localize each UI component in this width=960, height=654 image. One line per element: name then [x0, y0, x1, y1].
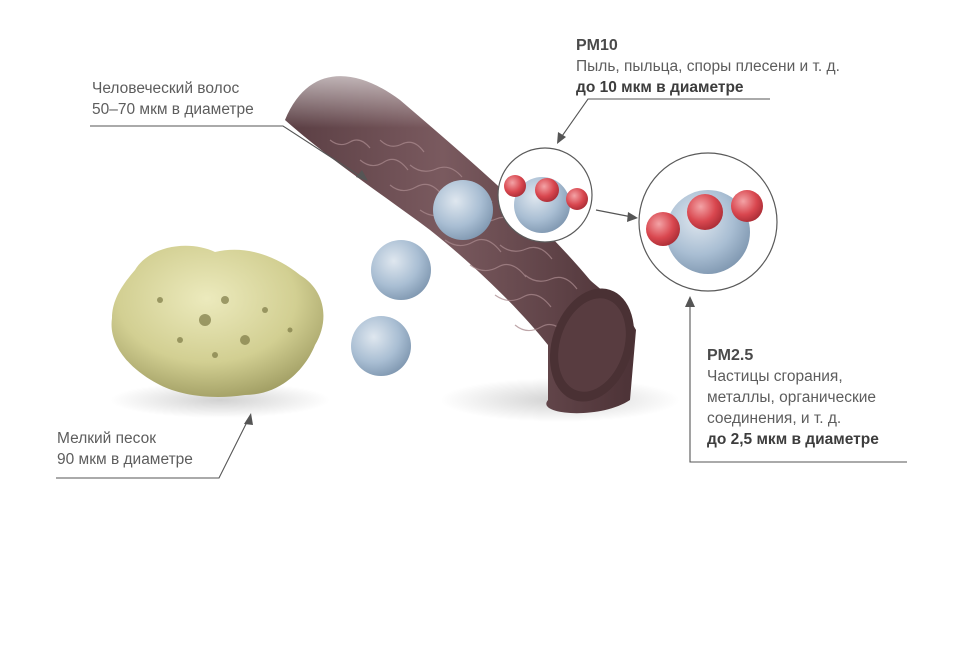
pm25-label: PM2.5 Частицы сгорания, металлы, органич… [707, 345, 879, 450]
pm25-title: PM2.5 [707, 347, 754, 364]
callout-pm25-line [689, 302, 907, 463]
pm25-size: до 2,5 мкм в диаметре [707, 431, 879, 448]
sand-grain-illustration [111, 245, 324, 397]
hair-label-size: 50–70 мкм в диаметре [92, 101, 254, 118]
pm10-description: Пыль, пыльца, споры плесени и т. д. [576, 58, 840, 75]
sand-label-size: 90 мкм в диаметре [57, 451, 193, 468]
pm10-label: PM10 Пыль, пыльца, споры плесени и т. д.… [576, 35, 840, 98]
callout-pm10-line [559, 98, 770, 140]
pm10-particle [433, 180, 493, 240]
pm10-size: до 10 мкм в диаметре [576, 79, 744, 96]
sand-shadow [110, 382, 330, 418]
pm10-title: PM10 [576, 37, 618, 54]
callout-sand-arrow [244, 413, 253, 425]
zoom-connector-arrow [595, 209, 638, 222]
pm10-particles [351, 180, 493, 376]
callout-hair-line [90, 125, 364, 179]
callout-pm10-arrow [557, 132, 566, 144]
pm25-description-3: соединения, и т. д. [707, 410, 842, 427]
hair-label-name: Человеческий волос [92, 80, 240, 97]
pm10-particle [371, 240, 431, 300]
pm25-zoom [638, 152, 778, 292]
sand-label: Мелкий песок 90 мкм в диаметре [57, 428, 193, 470]
sand-label-name: Мелкий песок [57, 430, 156, 447]
pm25-description-1: Частицы сгорания, [707, 368, 843, 385]
callout-sand-line [56, 417, 250, 479]
callout-pm25-arrow [685, 296, 695, 307]
hair-label: Человеческий волос 50–70 мкм в диаметре [92, 78, 254, 120]
callout-hair-arrow [356, 170, 368, 181]
pm25-description-2: металлы, органические [707, 389, 877, 406]
hair-strand-illustration [250, 40, 636, 414]
pm10-particle [351, 316, 411, 376]
pm10-zoom [497, 147, 593, 243]
